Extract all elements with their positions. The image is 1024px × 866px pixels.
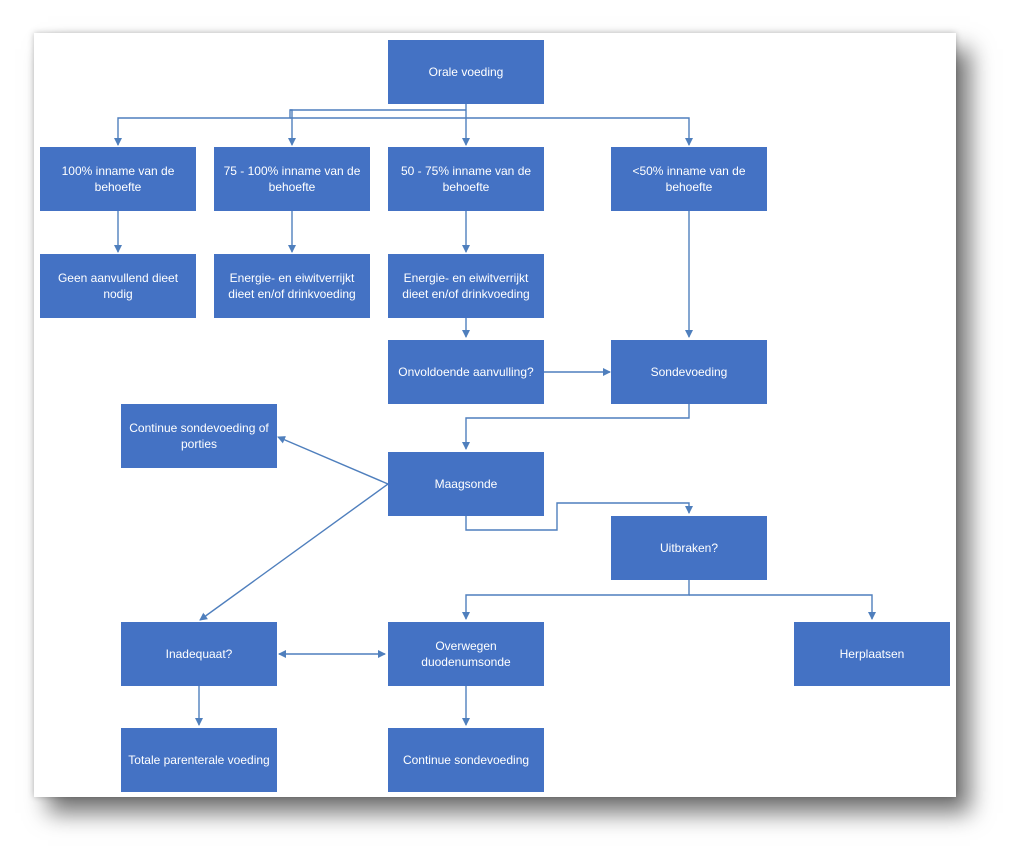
node-inadequaat: Inadequaat? <box>121 622 277 686</box>
node-tpn: Totale parenterale voeding <box>121 728 277 792</box>
edge-uitbraken-to-herplaatsen <box>689 594 876 620</box>
node-sondevoeding: Sondevoeding <box>611 340 767 404</box>
node-orale-voeding: Orale voeding <box>388 40 544 104</box>
node-inname-50-75: 50 - 75% inname van de behoefte <box>388 147 544 211</box>
edge-maagsonde-to-uitbraken <box>465 502 693 531</box>
node-inname-100: 100% inname van de behoefte <box>40 147 196 211</box>
node-energie-1: Energie- en eiwitverrijkt dieet en/of dr… <box>214 254 370 318</box>
node-onvoldoende: Onvoldoende aanvulling? <box>388 340 544 404</box>
node-continue-portie: Continue sondevoeding of porties <box>121 404 277 468</box>
node-uitbraken: Uitbraken? <box>611 516 767 580</box>
node-herplaatsen: Herplaatsen <box>794 622 950 686</box>
edge-sondevoeding-to-maagsonde <box>462 404 690 450</box>
node-overwegen: Overwegen duodenumsonde <box>388 622 544 686</box>
node-maagsonde: Maagsonde <box>388 452 544 516</box>
node-geen-aanvullend: Geen aanvullend dieet nodig <box>40 254 196 318</box>
node-energie-2: Energie- en eiwitverrijkt dieet en/of dr… <box>388 254 544 318</box>
node-continue-sonde: Continue sondevoeding <box>388 728 544 792</box>
edge-maagsonde-to-inadequaat <box>199 483 389 621</box>
node-inname-lt50: <50% inname van de behoefte <box>611 147 767 211</box>
edge-maagsonde-to-continue-portie <box>277 436 389 485</box>
edge-orale-to-inname <box>114 104 693 146</box>
edge-uitbraken-to-overwegen <box>462 580 690 620</box>
node-inname-75-100: 75 - 100% inname van de behoefte <box>214 147 370 211</box>
